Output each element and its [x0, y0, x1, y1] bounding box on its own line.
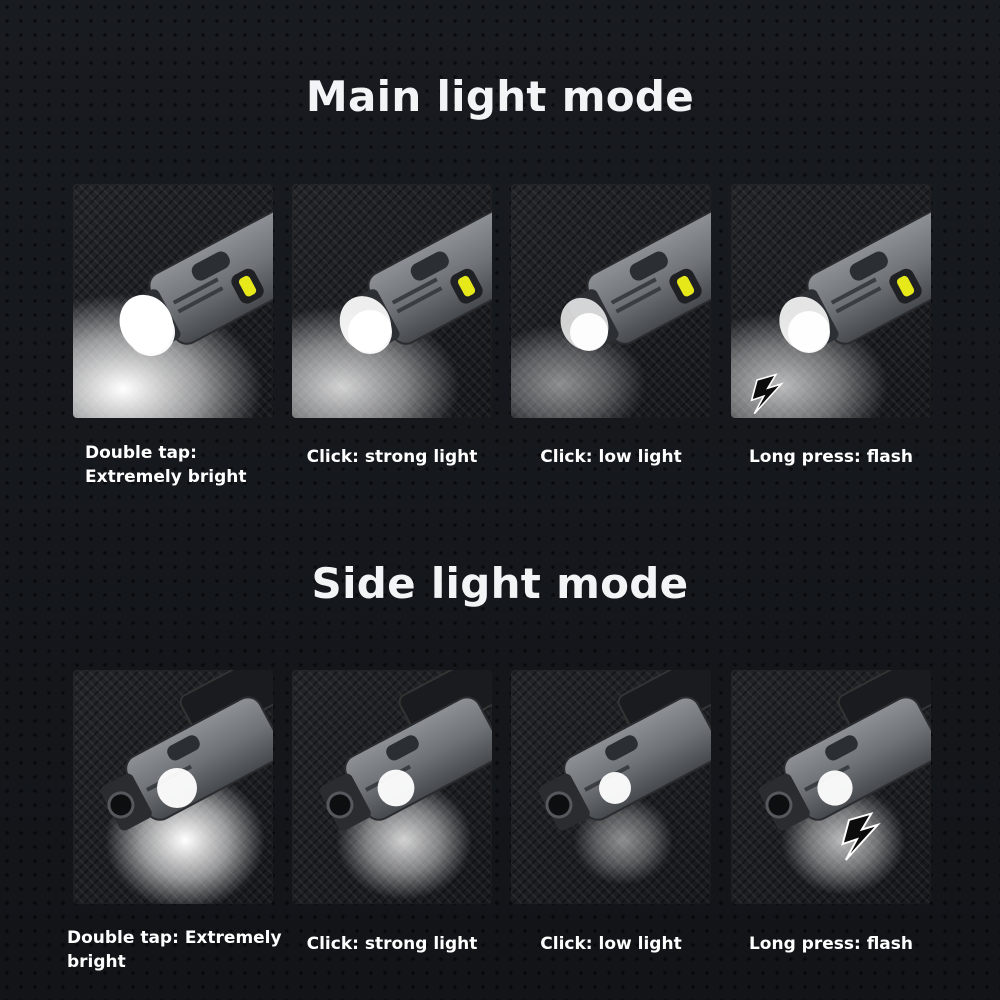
main-mode-tile-2 [292, 184, 492, 418]
main-mode-caption-4: Long press: flash [748, 447, 914, 467]
flashlight-icon [100, 670, 273, 904]
lightning-icon [841, 812, 881, 861]
side-mode-caption-3: Click: low light [540, 934, 682, 954]
flashlight-icon [319, 670, 492, 900]
main-mode-tile-1 [73, 184, 273, 418]
flashlight-icon [538, 670, 711, 885]
flashlight-icon [73, 203, 273, 418]
side-mode-caption-2: Click: strong light [306, 934, 478, 954]
side-mode-tile-2 [292, 670, 492, 904]
side-mode-tile-1 [73, 670, 273, 904]
flashlight-icon [758, 670, 931, 895]
side-light-title: Side light mode [311, 559, 689, 608]
main-mode-tile-3 [511, 184, 711, 418]
flashlight-icon [731, 203, 931, 418]
side-mode-caption-1: Double tap: Extremely bright [67, 928, 282, 972]
main-light-title: Main light mode [305, 72, 695, 121]
side-mode-tile-3 [511, 670, 711, 904]
flashlight-icon [292, 203, 492, 418]
main-mode-caption-3: Click: low light [540, 447, 682, 467]
lightning-icon [750, 373, 784, 415]
main-mode-caption-2: Click: strong light [306, 447, 478, 467]
side-mode-caption-4: Long press: flash [748, 934, 914, 954]
flashlight-icon [511, 203, 711, 418]
main-mode-caption-1: Double tap: Extremely bright [85, 443, 247, 487]
main-mode-tile-4 [731, 184, 931, 418]
side-mode-tile-4 [731, 670, 931, 904]
